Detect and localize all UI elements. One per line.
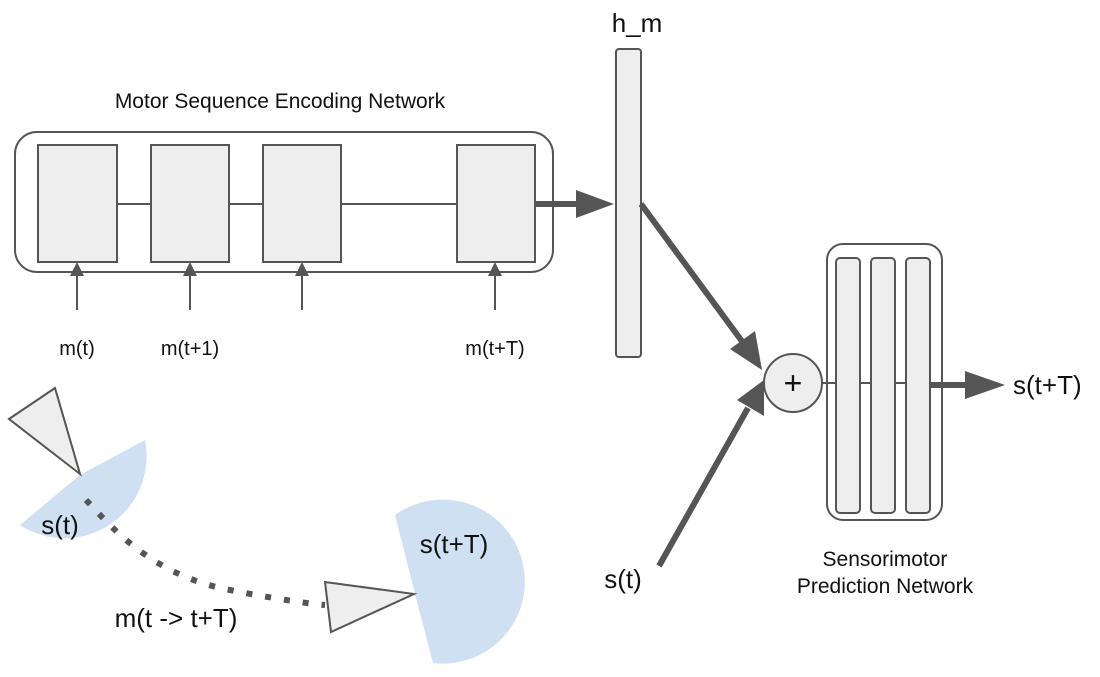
encoder-cell-1 xyxy=(37,144,118,263)
encoder-input-label-2: m(t+1) xyxy=(161,338,219,360)
encoder-input-arrow-1 xyxy=(70,262,84,310)
hidden-label: h_m xyxy=(612,8,663,38)
state-end-label: s(t+T) xyxy=(420,529,489,559)
motion-label: m(t -> t+T) xyxy=(115,603,238,633)
predictor-output-label: s(t+T) xyxy=(1013,370,1082,400)
state-start-label: s(t) xyxy=(41,510,79,540)
encoder-input-label-4: m(t+T) xyxy=(465,338,524,360)
encoder-cell-2 xyxy=(150,144,230,263)
predictor-layer-3 xyxy=(905,257,931,514)
state-to-combine-arrow xyxy=(656,380,764,568)
encoder-input-label-1: m(t) xyxy=(59,338,95,360)
field-of-view-end xyxy=(395,499,525,664)
encoder-cell-3 xyxy=(262,144,342,263)
encoder-title: Motor Sequence Encoding Network xyxy=(115,90,446,113)
encoder-input-arrow-2 xyxy=(183,262,197,310)
predictor-title-line1: Sensorimotor xyxy=(823,548,948,571)
motion-path xyxy=(83,497,326,608)
encoder-output-arrow xyxy=(535,190,614,218)
encoder-cell-4 xyxy=(456,144,536,263)
predictor-output-arrow xyxy=(930,371,1005,399)
encoder-input-arrow-4 xyxy=(488,262,502,310)
agent-start-icon xyxy=(7,386,82,477)
hidden-vector-bar xyxy=(615,48,642,358)
encoder-input-arrow-3 xyxy=(295,262,309,310)
predictor-layer-2 xyxy=(870,257,896,514)
agent-end-icon xyxy=(323,580,418,634)
combine-symbol: + xyxy=(784,365,803,401)
combine-node xyxy=(763,353,823,413)
field-of-view-start xyxy=(20,440,147,539)
predictor-title-line2: Prediction Network xyxy=(797,575,974,598)
hidden-to-combine-arrow xyxy=(638,202,762,370)
state-input-label: s(t) xyxy=(604,564,642,594)
predictor-layer-1 xyxy=(835,257,861,514)
